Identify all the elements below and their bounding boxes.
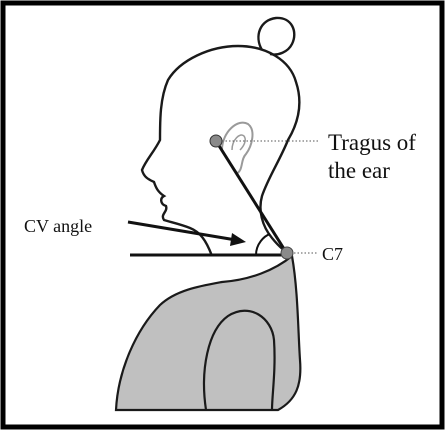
c7-label: C7 [322,244,343,264]
c7-marker [281,247,293,259]
tragus-label-line2: the ear [328,158,390,183]
cv-angle-label: CV angle [24,216,92,236]
tragus-marker [210,135,222,147]
tragus-label-line1: Tragus of [328,130,416,155]
